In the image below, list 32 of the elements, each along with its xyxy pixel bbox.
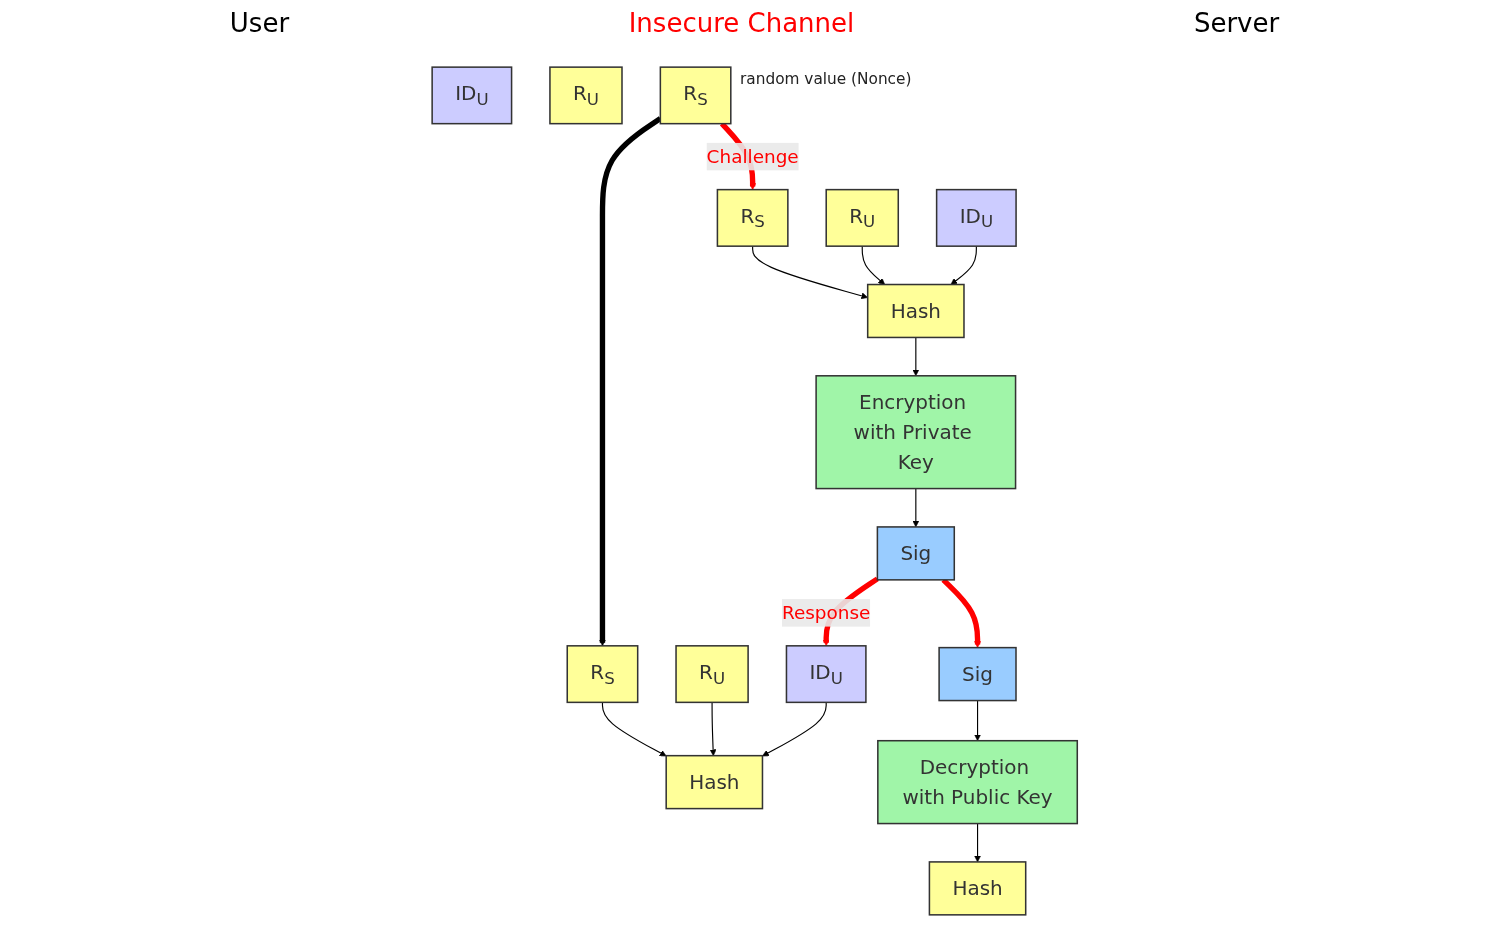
node-box: R$_{U}$ [825, 188, 899, 247]
heading-label: Insecure Channel [628, 8, 855, 40]
arrow [973, 700, 981, 741]
heading-label: User [229, 8, 290, 40]
arrow [761, 701, 827, 757]
node-box: Sig [938, 646, 1017, 702]
node-box: ID$_{U}$ [785, 645, 867, 704]
arrow [601, 701, 667, 757]
edge-label: Response [781, 602, 871, 624]
node-box: R$_{S}$ [716, 188, 789, 247]
node-caption: random value (Nonce) [739, 70, 912, 88]
node-box: R$_{U}$ [675, 645, 749, 704]
arrow [709, 701, 717, 756]
node-box: R$_{U}$ [548, 66, 623, 125]
heading-label: Server [1193, 8, 1280, 40]
node-box: R$_{S}$ [566, 645, 639, 704]
node-box: Decryption with Public Key [876, 739, 1078, 825]
edge-label: Challenge [706, 145, 799, 168]
node-box: Encryption with Private Key [815, 375, 1017, 490]
node-box: ID$_{U}$ [431, 66, 513, 125]
arrow [950, 245, 977, 285]
arrow [912, 488, 919, 528]
arrow [912, 336, 919, 377]
node-box: Hash [866, 283, 965, 339]
arrow [751, 245, 868, 300]
node-box: ID$_{U}$ [935, 188, 1017, 247]
node-box: Hash [665, 754, 763, 810]
node-box: Hash [928, 861, 1027, 916]
arrow [861, 245, 885, 285]
node-box: Sig [876, 526, 955, 581]
arrow [973, 823, 981, 863]
node-box: R$_{S}$ [659, 66, 732, 125]
